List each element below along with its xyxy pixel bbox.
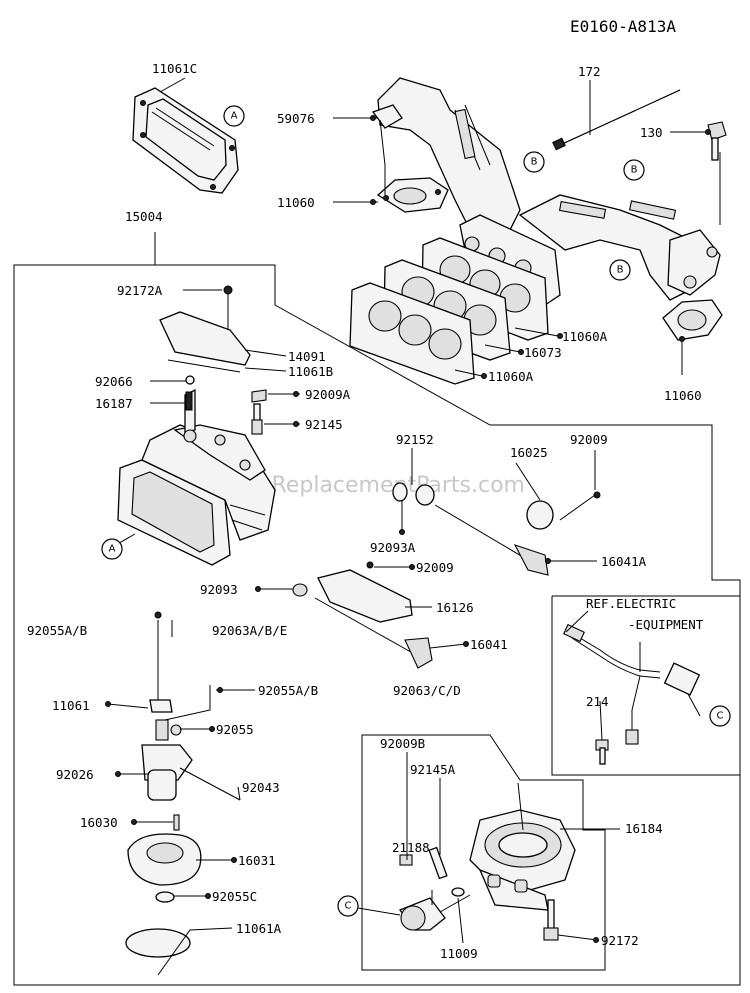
electric-equipment xyxy=(562,623,701,765)
label-172: 172 xyxy=(578,64,601,79)
label-16025: 16025 xyxy=(510,445,548,460)
label-92093a: 92093A xyxy=(370,540,416,555)
cover-plate-14091 xyxy=(159,285,251,373)
label-16030: 16030 xyxy=(80,815,118,830)
label-16073: 16073 xyxy=(524,345,562,360)
label-92055c: 92055C xyxy=(212,889,257,904)
lower-body-16184 xyxy=(398,809,576,941)
callout-c-electric: C xyxy=(709,705,731,727)
callout-b-1: B xyxy=(523,151,545,173)
label-130: 130 xyxy=(640,125,663,140)
part-labels: 11061C 15004 59076 11060 172 130 11060A … xyxy=(27,61,704,961)
ref-electric-box xyxy=(551,595,740,776)
label-92063cd: 92063/C/D xyxy=(393,683,461,698)
label-59076: 59076 xyxy=(277,111,315,126)
label-14091: 14091 xyxy=(288,349,326,364)
callout-b-3: B xyxy=(609,259,631,281)
svg-text:B: B xyxy=(531,157,538,168)
callout-a-body: A xyxy=(101,538,123,560)
label-92055ab-1: 92055A/B xyxy=(27,623,87,638)
label-11061c: 11061C xyxy=(152,61,197,76)
svg-text:C: C xyxy=(717,711,724,722)
svg-text:A: A xyxy=(109,544,116,555)
gasket-11061c xyxy=(132,87,239,194)
small-parts-upper xyxy=(185,375,267,435)
label-16041: 16041 xyxy=(470,637,508,652)
label-92009b: 92009B xyxy=(380,736,425,751)
label-92009a: 92009A xyxy=(305,387,351,402)
assembly-15004-outline xyxy=(13,232,741,986)
label-92152: 92152 xyxy=(396,432,434,447)
label-92145a: 92145A xyxy=(410,762,456,777)
intake-manifold xyxy=(371,77,721,306)
svg-text:B: B xyxy=(631,165,638,176)
label-ref-electric: REF.ELECTRIC xyxy=(586,596,676,611)
float-parts xyxy=(125,611,241,958)
label-15004: 15004 xyxy=(125,209,163,224)
label-11061b: 11061B xyxy=(288,364,333,379)
stud-172 xyxy=(552,89,681,151)
callout-a-top: A xyxy=(223,105,245,127)
callout-c-lower: C xyxy=(337,895,359,917)
label-92063abe: 92063A/B/E xyxy=(212,623,287,638)
label-11009: 11009 xyxy=(440,946,478,961)
watermark: eReplacementParts.com xyxy=(258,473,525,498)
label-equipment: -EQUIPMENT xyxy=(628,617,704,632)
svg-text:A: A xyxy=(231,111,238,122)
gasket-11060-right xyxy=(662,299,723,341)
label-16187: 16187 xyxy=(95,396,133,411)
svg-text:C: C xyxy=(345,901,352,912)
choke-parts xyxy=(292,561,433,669)
label-11061a: 11061A xyxy=(236,921,282,936)
gasket-11060-top xyxy=(376,177,449,213)
label-92093: 92093 xyxy=(200,582,238,597)
label-92009-a: 92009 xyxy=(570,432,608,447)
label-11061: 11061 xyxy=(52,698,90,713)
label-92172a: 92172A xyxy=(117,283,163,298)
label-16031: 16031 xyxy=(238,853,276,868)
label-21188: 21188 xyxy=(392,840,430,855)
carburetor-body xyxy=(117,388,276,566)
label-92055ab-2: 92055A/B xyxy=(258,683,318,698)
label-92172: 92172 xyxy=(601,933,639,948)
label-16184: 16184 xyxy=(625,821,663,836)
leader-dots xyxy=(105,115,711,943)
label-11060a-lower: 11060A xyxy=(488,369,534,384)
label-11060-right: 11060 xyxy=(664,388,702,403)
bolt-130 xyxy=(707,121,727,161)
callout-b-2: B xyxy=(623,159,645,181)
assembly-16184-outline xyxy=(361,734,606,971)
label-92145: 92145 xyxy=(305,417,343,432)
label-92026: 92026 xyxy=(56,767,94,782)
label-92066: 92066 xyxy=(95,374,133,389)
diagram-code: E0160-A813A xyxy=(570,17,676,36)
label-92043: 92043 xyxy=(242,780,280,795)
label-16126: 16126 xyxy=(436,600,474,615)
gasket-stack xyxy=(349,237,549,385)
throttle-shaft-parts xyxy=(392,482,601,576)
label-11060-top: 11060 xyxy=(277,195,315,210)
label-92055: 92055 xyxy=(216,722,254,737)
label-16041a: 16041A xyxy=(601,554,647,569)
label-92009-b: 92009 xyxy=(416,560,454,575)
label-11060a-upper: 11060A xyxy=(562,329,608,344)
svg-text:B: B xyxy=(617,265,624,276)
label-214: 214 xyxy=(586,694,609,709)
